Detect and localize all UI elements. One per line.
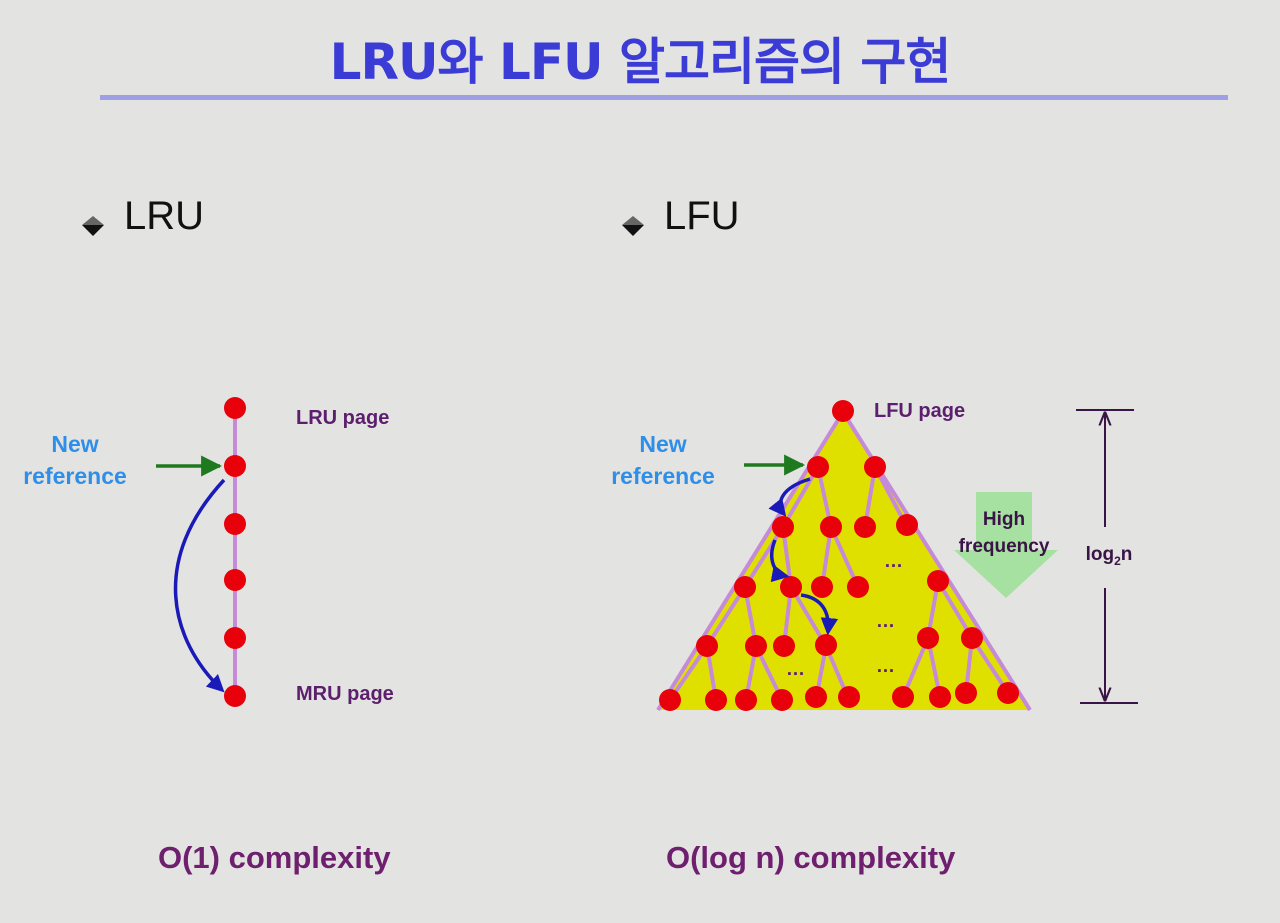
log2n-base: log: [1085, 544, 1115, 565]
heap-node: [929, 686, 951, 708]
heap-node: [705, 689, 727, 711]
lru-node: [224, 627, 246, 649]
heap-node: [838, 686, 860, 708]
lru-new-reference-line1: New: [51, 431, 99, 457]
heap-node: [805, 686, 827, 708]
lfu-diagram: [656, 400, 1138, 712]
lfu-complexity: O(log n) complexity: [666, 840, 956, 875]
lru-complexity: O(1) complexity: [158, 840, 391, 875]
sift-down-arrow-3: [800, 593, 839, 636]
heap-node: [815, 634, 837, 656]
log2n-tail: n: [1120, 544, 1133, 565]
ellipsis-mark: …: [876, 611, 895, 632]
heap-node: [847, 576, 869, 598]
lru-new-reference-label: New reference: [8, 428, 142, 492]
bullet-arrow-icon: [80, 203, 106, 237]
heap-node: [734, 576, 756, 598]
heap-node: [832, 400, 854, 422]
move-to-mru-arrow: [173, 478, 226, 693]
lfu-page-label: LFU page: [874, 400, 966, 422]
lfu-heading: LFU: [620, 194, 740, 239]
log2n-label: log2n: [1078, 541, 1140, 575]
ellipsis-mark: …: [876, 656, 895, 677]
heap-node: [820, 516, 842, 538]
bullet-arrow-icon: [620, 203, 646, 237]
ellipsis-mark: …: [786, 659, 805, 680]
lfu-new-reference-line2: reference: [611, 463, 715, 489]
lru-new-reference-line2: reference: [23, 463, 127, 489]
lfu-new-reference-line1: New: [639, 431, 687, 457]
heap-node: [896, 514, 918, 536]
heap-node: [771, 689, 793, 711]
heap-node: [955, 682, 977, 704]
heap-node: [927, 570, 949, 592]
ellipsis-mark: …: [884, 551, 903, 572]
heap-node: [735, 689, 757, 711]
lru-node: [224, 455, 246, 477]
title-underline: [100, 95, 1228, 100]
heap-node: [745, 635, 767, 657]
lru-node: [224, 513, 246, 535]
lru-node: [224, 685, 246, 707]
high-frequency-line2: frequency: [958, 536, 1050, 557]
heap-node: [780, 576, 802, 598]
heap-node: [773, 635, 795, 657]
heap-nodes: [659, 400, 1019, 711]
heap-node: [696, 635, 718, 657]
log2n-subscript: 2: [1114, 553, 1121, 568]
heap-node: [772, 516, 794, 538]
heap-node: [997, 682, 1019, 704]
heap-node: [811, 576, 833, 598]
high-frequency-label: High frequency: [942, 506, 1066, 560]
lru-diagram: [156, 397, 246, 707]
heap-node: [659, 689, 681, 711]
heap-node: [864, 456, 886, 478]
heap-node: [892, 686, 914, 708]
sift-down-arrow-2: [770, 539, 790, 583]
lru-page-label: LRU page: [296, 407, 390, 429]
sift-down-arrow-1: [768, 477, 811, 517]
high-frequency-line1: High: [982, 509, 1026, 530]
lru-node: [224, 569, 246, 591]
heap-node: [854, 516, 876, 538]
page-title: LRU와 LFU 알고리즘의 구현: [329, 33, 952, 91]
lfu-new-reference-label: New reference: [597, 428, 729, 492]
heap-node: [961, 627, 983, 649]
log-height-marker: [1076, 409, 1138, 704]
mru-page-label: MRU page: [296, 683, 394, 705]
lru-heading-text: LRU: [124, 194, 205, 238]
high-frequency-arrow: [954, 492, 1058, 598]
lru-node: [224, 397, 246, 419]
heap-node: [917, 627, 939, 649]
heap-node: [807, 456, 829, 478]
lfu-heading-text: LFU: [664, 194, 740, 238]
lru-heading: LRU: [80, 194, 204, 239]
